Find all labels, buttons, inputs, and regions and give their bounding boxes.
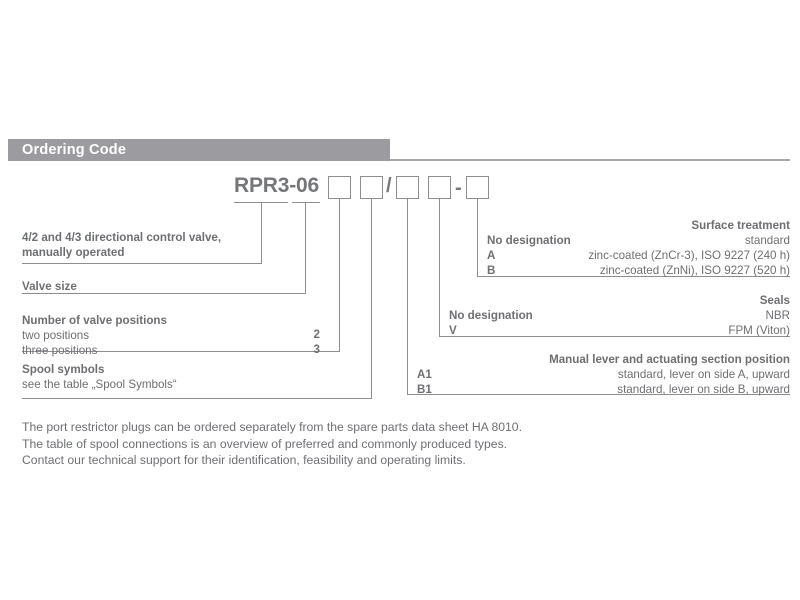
surface-treatment-row-3-value: zinc-coated (ZnNi), ISO 9227 (520 h) <box>599 264 790 277</box>
leader-h-surface <box>477 276 790 278</box>
valve-positions-row-2-code: 3 <box>313 343 320 356</box>
page-title: Ordering Code <box>22 142 127 158</box>
manual-lever-row-1-value: standard, lever on side A, upward <box>617 368 790 381</box>
seals-row-1-value: NBR <box>765 309 790 322</box>
leader-v-lever <box>407 199 409 395</box>
leader-h-seals <box>439 336 790 338</box>
surface-treatment-row-2-value: zinc-coated (ZnCr-3), ISO 9227 (240 h) <box>588 249 790 262</box>
surface-treatment-row-2-code: A <box>487 249 496 262</box>
code-box-4[interactable] <box>428 176 451 199</box>
block-valve-type: 4/2 and 4/3 directional control valve, m… <box>22 230 221 260</box>
surface-treatment-heading: Surface treatment <box>691 219 790 232</box>
surface-treatment-row: B zinc-coated (ZnNi), ISO 9227 (520 h) <box>487 263 790 278</box>
valve-positions-row-1-code: 2 <box>313 328 320 341</box>
spool-symbols-title: Spool symbols <box>22 363 105 376</box>
valve-positions-title: Number of valve positions <box>22 314 167 327</box>
seals-heading: Seals <box>759 294 790 307</box>
leader-v-seals <box>439 199 441 337</box>
valve-type-line-2: manually operated <box>22 246 125 259</box>
surface-treatment-row: No designation standard <box>487 233 790 248</box>
footer-line-1: The port restrictor plugs can be ordered… <box>22 420 522 434</box>
block-valve-positions: Number of valve positions two positions … <box>22 313 167 358</box>
block-spool-symbols: Spool symbols see the table „Spool Symbo… <box>22 362 177 392</box>
manual-lever-row: A1 standard, lever on side A, upward <box>417 367 790 382</box>
leader-h-spool <box>22 398 372 400</box>
valve-size-title: Valve size <box>22 280 77 293</box>
seals-row: No designation NBR <box>449 308 790 323</box>
leader-v-valve-size <box>305 202 307 294</box>
block-manual-lever: Manual lever and actuating section posit… <box>417 352 790 397</box>
separator-slash: / <box>386 175 392 197</box>
valve-positions-row-1-label: two positions <box>22 329 90 342</box>
header-divider-rule <box>390 159 790 161</box>
code-box-2[interactable] <box>360 176 383 199</box>
leader-h-valve-size <box>22 293 306 295</box>
code-box-1[interactable] <box>328 176 351 199</box>
manual-lever-row: B1 standard, lever on side B, upward <box>417 382 790 397</box>
footer-line-3: Contact our technical support for their … <box>22 453 466 467</box>
leader-v-valve-type <box>261 202 263 264</box>
manual-lever-row-1-code: A1 <box>417 368 432 381</box>
block-surface-treatment: Surface treatment No designation standar… <box>487 218 790 278</box>
surface-treatment-row-1-value: standard <box>744 234 790 247</box>
code-box-3[interactable] <box>396 176 419 199</box>
seals-row-1-code: No designation <box>449 309 533 322</box>
leader-h-valve-type <box>22 263 262 265</box>
leader-h-lever <box>407 394 790 396</box>
manual-lever-row-2-value: standard, lever on side B, upward <box>617 383 790 396</box>
seals-row-2-value: FPM (Viton) <box>728 324 790 337</box>
spool-symbols-subtitle: see the table „Spool Symbols“ <box>22 378 177 391</box>
code-box-5[interactable] <box>466 176 489 199</box>
valve-type-line-1: 4/2 and 4/3 directional control valve, <box>22 231 222 244</box>
block-valve-size: Valve size <box>22 279 77 294</box>
seals-row-2-code: V <box>449 324 457 337</box>
valve-positions-row-2-label: three positions <box>22 344 98 357</box>
seals-row: V FPM (Viton) <box>449 323 790 338</box>
manual-lever-heading: Manual lever and actuating section posit… <box>549 353 790 366</box>
footer-line-2: The table of spool connections is an ove… <box>22 436 508 451</box>
footer-notes: The port restrictor plugs can be ordered… <box>22 419 522 469</box>
leader-v-positions <box>339 199 341 352</box>
block-seals: Seals No designation NBR V FPM (Viton) <box>449 293 790 338</box>
section-header-bar <box>8 139 390 161</box>
leader-v-spool <box>371 199 373 399</box>
surface-treatment-row-3-code: B <box>487 264 496 277</box>
manual-lever-row-2-code: B1 <box>417 383 432 396</box>
surface-treatment-row: A zinc-coated (ZnCr-3), ISO 9227 (240 h) <box>487 248 790 263</box>
surface-treatment-row-1-code: No designation <box>487 234 571 247</box>
leader-h-positions <box>22 351 340 353</box>
leader-v-surface <box>477 199 479 277</box>
code-prefix: RPR3-06 <box>234 174 319 197</box>
separator-dash: - <box>455 177 462 199</box>
